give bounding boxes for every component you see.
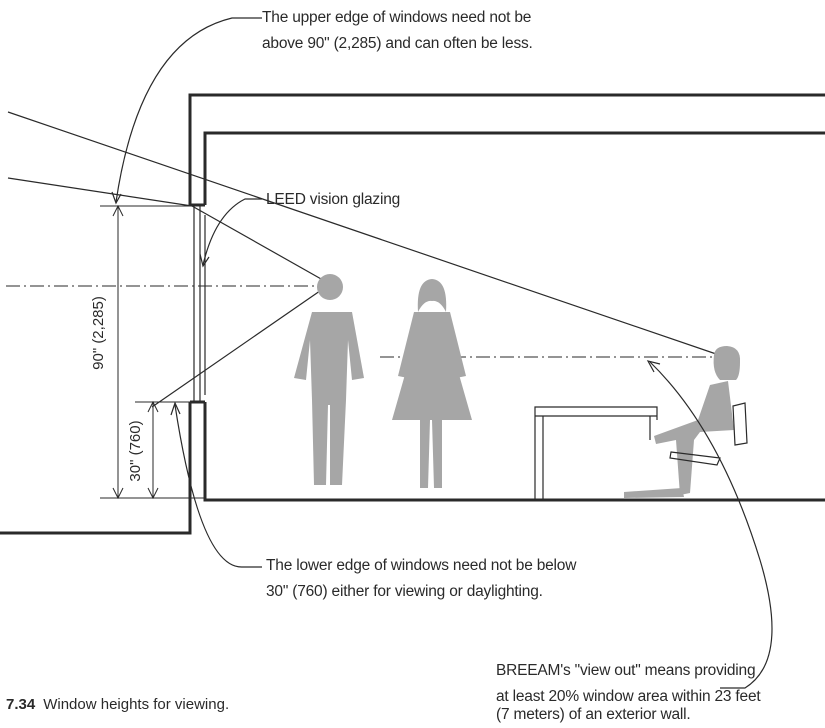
breeam-line-2: at least 20% window area within 23 feet [496,688,761,705]
leader-lines [111,17,773,689]
figure-number: 7.34 [6,696,36,713]
furniture [534,402,748,500]
dimension-90-label: 90" (2,285) [90,296,107,370]
sight-lines [7,111,723,408]
breeam-line-3: (7 meters) of an exterior wall. [496,706,691,723]
dimension-30-label: 30" (760) [127,420,144,481]
chair-seat [669,451,721,466]
window-glazing [193,205,206,402]
breeam-note-end: (7 meters) of an exterior wall. [496,702,691,728]
table [534,406,658,500]
male-figure [294,274,364,485]
dimension-lines [100,204,205,500]
chair-back [732,402,748,446]
lower-edge-line-2: 30" (760) either for viewing or daylight… [266,583,543,600]
breeam-line-1: BREEAM's "view out" means providing [496,662,756,679]
figure-caption-text: Window heights for viewing. [43,696,230,713]
building-wall-lower [0,402,192,535]
lower-edge-line-1: The lower edge of windows need not be be… [266,557,577,574]
vision-glazing-note: LEED vision glazing [266,187,400,213]
seated-figure [624,346,741,498]
upper-edge-note: The upper edge of windows need not be ab… [262,5,533,57]
vision-glazing-label: LEED vision glazing [266,191,401,208]
building-floor [203,402,825,502]
building-outer-wall-upper [188,93,825,205]
female-figure [392,279,472,488]
figure-caption: 7.34 Window heights for viewing. [6,696,229,713]
lower-edge-note: The lower edge of windows need not be be… [266,553,576,605]
building-inner-ceiling [203,131,825,205]
figures [294,274,741,498]
breeam-note: BREEAM's "view out" means providing [496,658,756,684]
upper-edge-line-2: above 90" (2,285) and can often be less. [262,35,533,52]
breeam-note-cont: at least 20% window area within 23 feet [496,684,761,710]
upper-edge-line-1: The upper edge of windows need not be [262,9,532,26]
eye-level-lines [6,285,720,358]
